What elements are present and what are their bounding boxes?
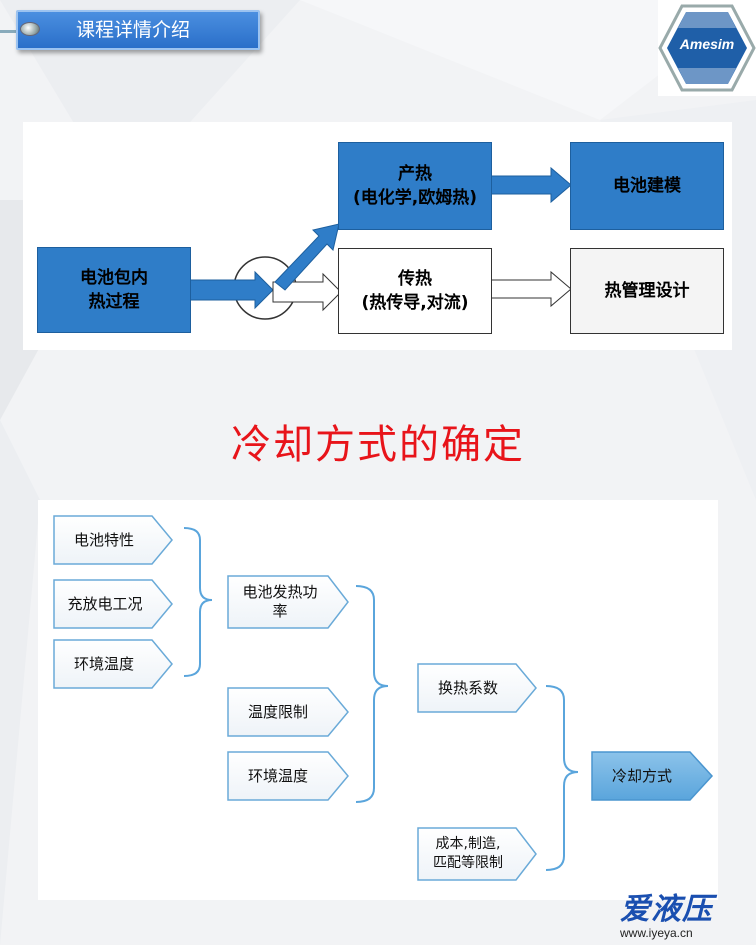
amesim-logo: Amesim xyxy=(658,0,756,96)
header-title: 课程详情介绍 xyxy=(76,19,191,41)
chevron-result xyxy=(591,751,714,801)
decision-tree-graphics xyxy=(53,515,714,881)
arrow-generation-to-modeling xyxy=(490,166,572,204)
watermark-url: www.iyeya.cn xyxy=(620,926,693,940)
label-charge-conditions: 充放电工况 xyxy=(67,594,143,613)
label-temp-limit: 温度限制 xyxy=(247,702,308,721)
chevron-level1-3 xyxy=(53,639,173,689)
chevron-level2-2 xyxy=(227,687,349,737)
label-cooling-method: 冷却方式 xyxy=(611,766,672,785)
arrow-junction-to-generation xyxy=(274,223,340,291)
chevron-level2-1 xyxy=(227,575,349,629)
chevron-level1-1 xyxy=(53,515,173,565)
chevron-level3-1 xyxy=(417,663,537,713)
source-box: 电池包内 热过程 xyxy=(37,247,191,333)
bracket-2 xyxy=(355,585,389,803)
chevron-level1-2 xyxy=(53,579,173,629)
bracket-3 xyxy=(545,685,579,871)
watermark: 爱液压 www.iyeya.cn xyxy=(620,880,756,945)
heat-generation-box: 产热 (电化学,欧姆热) xyxy=(338,142,492,230)
heat-process-panel: 电池包内 热过程 产热 (电化学,欧姆热) 传热 (热传导,对流) 电池建模 热… xyxy=(23,122,732,350)
watermark-brand: 爱液压 xyxy=(620,892,713,927)
cooling-decision-panel: 电池特性 充放电工况 环境温度 电池发热功 率 温度限制 环境温度 换热系数 成… xyxy=(38,500,718,900)
chevron-level3-2 xyxy=(417,827,537,881)
label-battery-characteristics: 电池特性 xyxy=(73,530,134,549)
hexagon-logo-icon xyxy=(658,4,756,92)
label-cost-limits: 成本,制造, 匹配等限制 xyxy=(433,836,503,871)
pin-icon xyxy=(20,22,40,36)
header-connector xyxy=(0,30,22,33)
header-tab: 课程详情介绍 xyxy=(16,10,260,50)
heat-transfer-box: 传热 (热传导,对流) xyxy=(338,248,492,334)
thermal-design-box: 热管理设计 xyxy=(570,248,724,334)
modeling-box: 电池建模 xyxy=(570,142,724,230)
bracket-1 xyxy=(183,527,213,677)
section-title: 冷却方式的确定 xyxy=(231,422,525,468)
chevron-level2-3 xyxy=(227,751,349,801)
label-ambient-temp-2: 环境温度 xyxy=(247,766,308,785)
arrow-transfer-to-design xyxy=(490,270,572,308)
label-ambient-temp-1: 环境温度 xyxy=(73,654,134,673)
logo-text: Amesim xyxy=(679,36,735,52)
label-heat-transfer-coeff: 换热系数 xyxy=(437,678,498,697)
label-heat-power: 电池发热功 率 xyxy=(242,583,318,620)
